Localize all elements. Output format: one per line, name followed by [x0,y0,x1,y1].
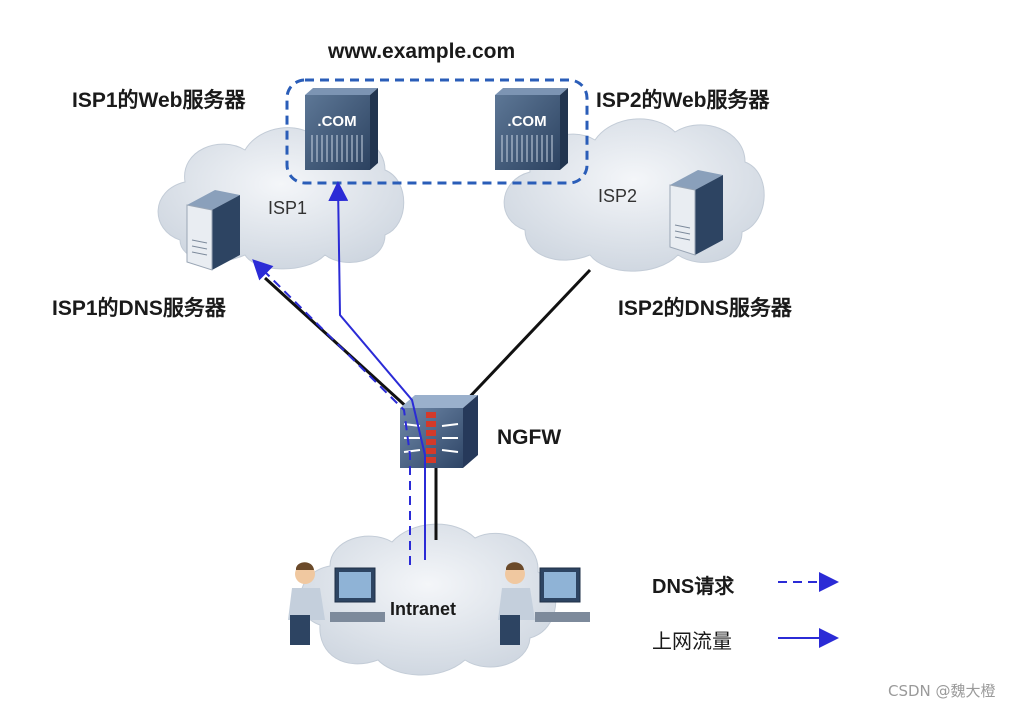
isp1-dns-server-label: ISP1的DNS服务器 [52,297,226,320]
isp2-cloud-label: ISP2 [598,186,638,206]
isp1-dns-server-icon [186,190,240,271]
watermark: CSDN @魏大橙 [888,682,996,700]
isp2-web-server-icon [495,88,568,170]
isp2-dns-server-label: ISP2的DNS服务器 [618,297,792,320]
link-isp1-ngfw [263,276,412,412]
user-workstation-left-icon [288,562,385,645]
isp1-web-server-icon [305,88,378,170]
isp1-web-server-label: ISP1的Web服务器 [72,89,246,112]
website-group-box [285,78,589,185]
isp1-server-badge: .COM [317,113,356,130]
isp1-cloud-label: ISP1 [268,198,308,218]
user-workstation-right-icon [498,562,590,645]
legend-dns-request-label: DNS请求 [652,576,735,598]
ngfw-icon [400,395,478,468]
intranet-label: Intranet [390,599,457,619]
ngfw-label: NGFW [497,426,562,449]
isp2-server-badge: .COM [507,113,546,130]
link-isp2-ngfw [460,268,592,407]
isp2-web-server-label: ISP2的Web服务器 [596,89,770,112]
web-traffic-path [328,181,426,560]
dns-request-path [252,259,411,565]
isp2-dns-server-icon [669,170,723,256]
site-title: www.example.com [328,40,516,63]
intranet-cloud [299,523,557,676]
legend-web-traffic-label: 上网流量 [652,631,732,653]
